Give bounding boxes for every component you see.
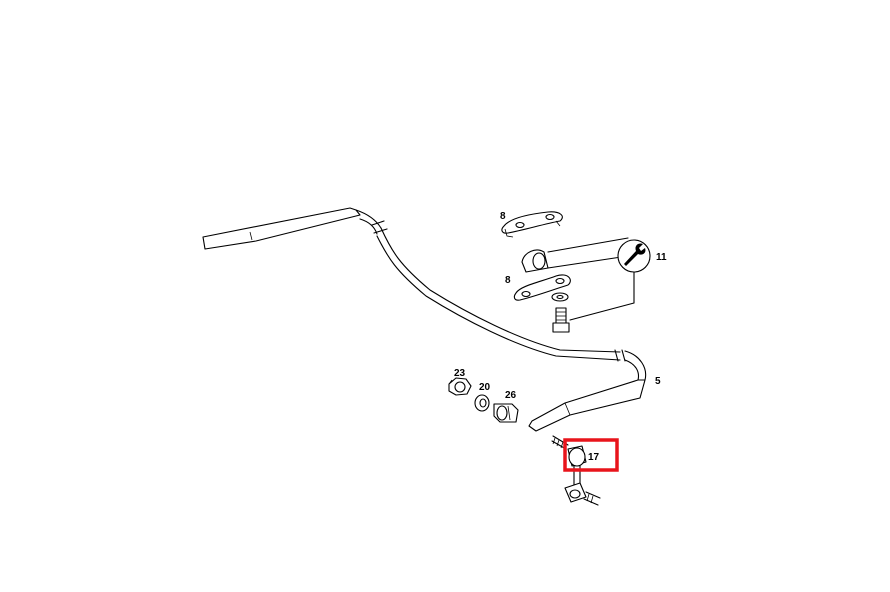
bracket-bottom[interactable] xyxy=(513,274,571,301)
label-nut: 23 xyxy=(454,368,466,379)
nut[interactable] xyxy=(448,377,472,396)
stabilizer-bar[interactable] xyxy=(202,207,647,432)
label-stabilizer-bar: 5 xyxy=(655,376,661,387)
washer-20[interactable] xyxy=(474,394,490,412)
bolt[interactable] xyxy=(552,302,635,333)
label-bracket-top: 8 xyxy=(500,211,506,222)
stabilizer-link[interactable] xyxy=(551,435,601,506)
washer-small[interactable] xyxy=(551,292,569,302)
highlight-box xyxy=(563,438,619,472)
label-bracket-bottom: 8 xyxy=(505,275,511,286)
label-link: 17 xyxy=(588,452,600,463)
label-tool-ref: 11 xyxy=(656,252,667,263)
label-bushing: 26 xyxy=(505,390,517,401)
bracket-top[interactable] xyxy=(501,211,563,238)
bushing-26[interactable] xyxy=(493,403,519,423)
wrench-icon xyxy=(617,239,651,304)
label-washer: 20 xyxy=(479,382,491,393)
clamp-bushing[interactable] xyxy=(521,237,629,273)
